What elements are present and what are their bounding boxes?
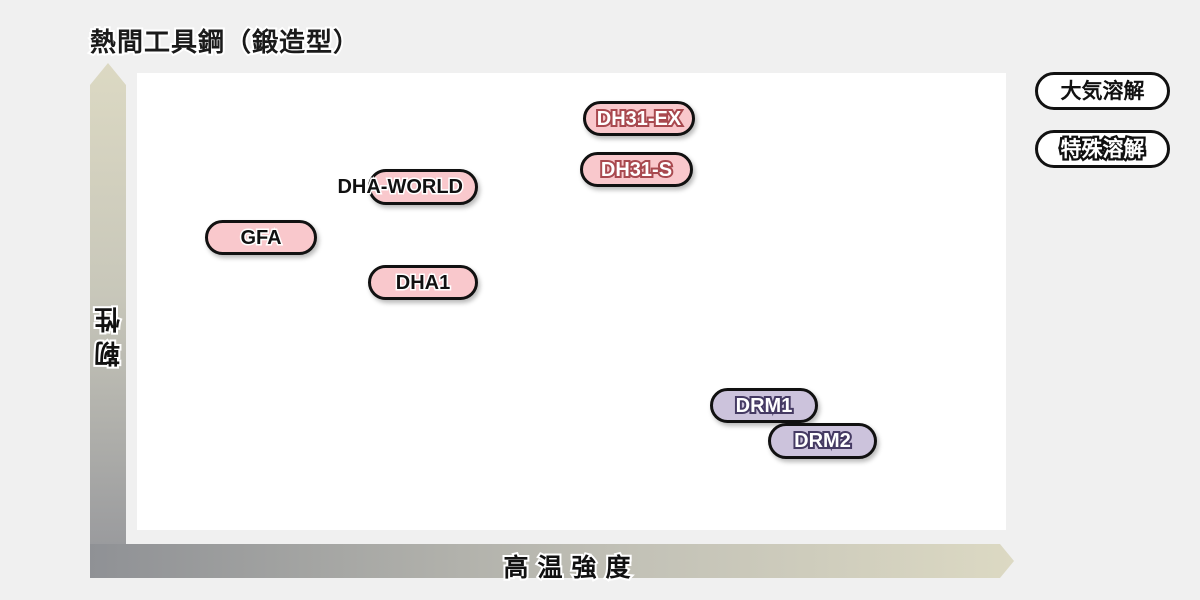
legend-pill-air-melt: 大気溶解 — [1035, 72, 1170, 110]
legend-label: 特殊溶解 — [1058, 136, 1147, 162]
steel-pill-label: DH31-EX — [595, 107, 684, 131]
steel-pill-drm1: DRM1 — [710, 388, 818, 423]
steel-pill-label: DRM1 — [734, 394, 795, 418]
y-axis-arrow — [90, 63, 126, 578]
legend-pill-special-melt: 特殊溶解 — [1035, 130, 1170, 168]
steel-pill-label: GFA — [239, 226, 283, 249]
x-axis-label: 高温強度 — [501, 552, 640, 584]
steel-pill-label: DRM2 — [792, 429, 853, 453]
legend-label: 大気溶解 — [1060, 79, 1145, 103]
y-axis-label: 靭性 — [92, 297, 126, 369]
steel-pill-dh31-ex: DH31-EX — [583, 101, 695, 136]
steel-pill-label: DHA-WORLD — [336, 176, 465, 199]
plot-area — [137, 73, 1006, 530]
figure-title: 熱間工具鋼（鍛造型） — [88, 25, 361, 59]
steel-pill-dha1: DHA1 — [368, 265, 478, 300]
x-axis-arrow — [90, 544, 1014, 578]
steel-pill-drm2: DRM2 — [768, 423, 877, 459]
steel-pill-label: DHA1 — [394, 271, 451, 294]
steel-pill-dha-world: DHA-WORLD — [336, 169, 478, 205]
steel-pill-gfa: GFA — [205, 220, 317, 255]
steel-pill-dh31-s: DH31-S — [580, 152, 693, 187]
steel-pill-label: DH31-S — [599, 158, 674, 182]
